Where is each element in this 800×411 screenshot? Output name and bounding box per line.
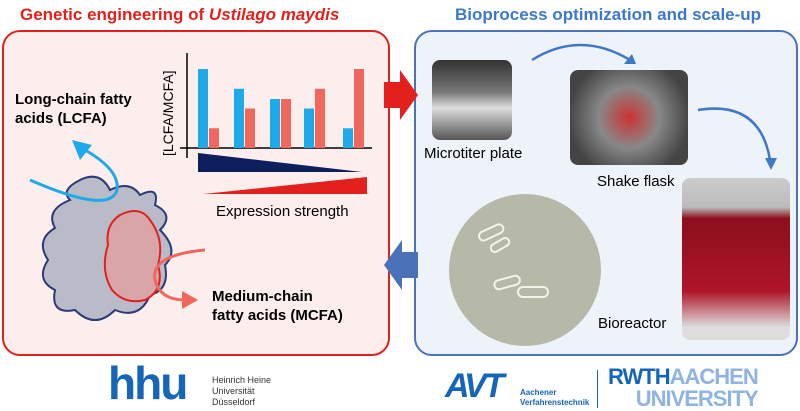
title-prefix: Genetic engineering of xyxy=(20,5,209,24)
process-arrows xyxy=(449,43,777,346)
arrow-path-1 xyxy=(531,43,631,62)
expression-gradient-triangle xyxy=(203,177,367,194)
title-organism: Ustilago maydis xyxy=(208,5,340,24)
mcfa-bar xyxy=(354,69,364,148)
microtiter-label: Microtiter plate xyxy=(424,145,523,162)
avt-line1: Aachener xyxy=(520,388,557,397)
arrow-head-2 xyxy=(765,158,777,170)
left-arrow-icon xyxy=(384,240,418,290)
rwth-aachen-text: AACHEN xyxy=(669,364,759,389)
lcfa-bar xyxy=(234,88,244,148)
lcfa-gradient-triangle xyxy=(198,153,362,172)
y-axis-label-wrap: [LCFA/MCFA] xyxy=(150,58,176,158)
engineered-region xyxy=(103,210,162,303)
avt-line2: Verfahrenstechnik xyxy=(520,398,590,407)
expression-label: Expression strength xyxy=(216,203,349,220)
lcfa-bar xyxy=(304,108,314,148)
mcfa-bar xyxy=(281,99,291,148)
lcfa-bar xyxy=(270,99,280,148)
right-arrow-icon xyxy=(384,70,418,120)
hhu-line1: Heinrich Heine xyxy=(212,375,272,385)
shake-flask-photo xyxy=(570,70,688,165)
microscope-image xyxy=(449,194,601,346)
lcfa-label: Long-chain fatty acids (LCFA) xyxy=(15,90,132,128)
arrow-head-1 xyxy=(624,54,636,64)
arrow-path-2 xyxy=(697,107,772,161)
lcfa-bar xyxy=(198,69,208,148)
y-axis-label: [LCFA/MCFA] xyxy=(160,70,176,156)
bioreactor-photo xyxy=(682,178,790,340)
mcfa-label-line2: fatty acids (MCFA) xyxy=(212,307,343,324)
logo-divider xyxy=(597,370,598,408)
hhu-line3: Düsseldorf xyxy=(212,397,256,407)
mcfa-bar xyxy=(245,108,255,148)
hhu-line2: Universität xyxy=(212,386,255,396)
lcfa-bar xyxy=(343,128,353,148)
lcfa-label-line2: acids (LCFA) xyxy=(15,110,107,127)
right-panel-title: Bioprocess optimization and scale-up xyxy=(455,5,762,24)
left-panel-title: Genetic engineering of Ustilago maydis xyxy=(20,5,339,25)
mcfa-label-line1: Medium-chain xyxy=(212,288,313,305)
hhu-logo: hhu xyxy=(108,357,188,409)
mcfa-arrow-icon xyxy=(182,291,198,309)
lcfa-label-line1: Long-chain fatty xyxy=(15,91,132,108)
cell-illustration xyxy=(29,53,372,321)
rwth-text: RWTH xyxy=(608,364,671,389)
microtiter-plate-photo xyxy=(432,60,512,140)
mcfa-bar xyxy=(315,88,325,148)
rwth-university-text: UNIVERSITY xyxy=(635,386,759,411)
lcfa-arrow-path xyxy=(29,148,119,202)
mcfa-arrow-path xyxy=(153,248,206,302)
mcfa-label: Medium-chain fatty acids (MCFA) xyxy=(212,287,343,325)
bioreactor-label: Bioreactor xyxy=(598,315,667,332)
lcfa-arrow-icon xyxy=(72,140,92,160)
mcfa-bar xyxy=(209,128,219,148)
shake-flask-label: Shake flask xyxy=(597,173,675,190)
avt-logo: AVT xyxy=(445,367,505,405)
